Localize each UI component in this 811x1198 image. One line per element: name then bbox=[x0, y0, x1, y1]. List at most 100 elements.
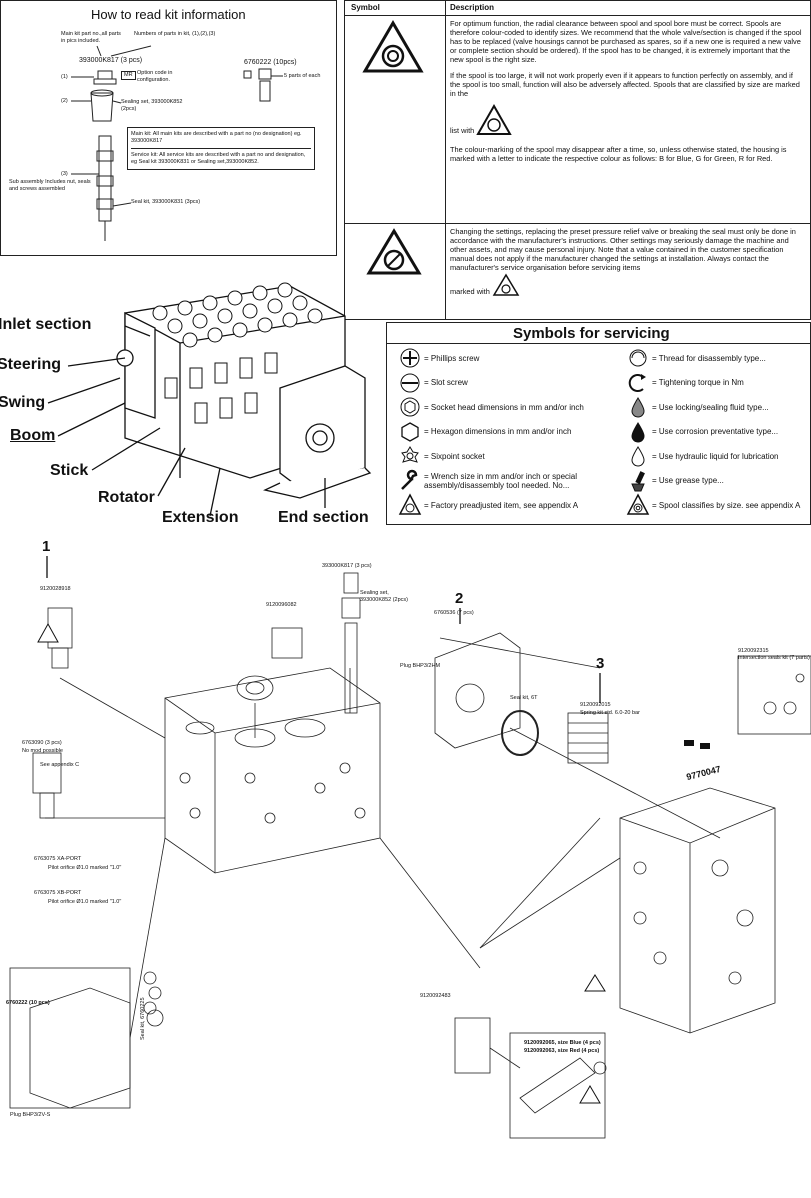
servicing-symbol-label: = Slot screw bbox=[424, 378, 468, 387]
part-plug-bhp-2: Plug BHP3/2V-S bbox=[10, 1112, 51, 1118]
kit-notes-box: Main kit: All main kits are described wi… bbox=[127, 127, 315, 170]
servicing-symbol-row: = Slot screw bbox=[399, 372, 629, 394]
spool-size-icon bbox=[626, 493, 650, 515]
label-extension: Extension bbox=[162, 509, 239, 526]
row2-markedwith: marked with bbox=[450, 287, 490, 296]
row1-para1: For optimum function, the radial clearan… bbox=[450, 19, 802, 64]
servicing-symbol-label: = Use locking/sealing fluid type... bbox=[652, 402, 769, 412]
main-kit-label: Main kit part no.,all parts in pics incl… bbox=[61, 31, 121, 44]
part-seal-kit-6t: Seal kit, 6T bbox=[510, 695, 538, 701]
servicing-symbol-label: = Factory preadjusted item, see appendix… bbox=[424, 500, 579, 510]
part-6760222: 6760222 (10 pcs) bbox=[6, 1000, 50, 1006]
servicing-title: Symbols for servicing bbox=[513, 325, 670, 342]
preset-small-icon bbox=[492, 273, 520, 296]
factory-preadjusted-icon bbox=[398, 493, 422, 515]
wrench-icon bbox=[401, 469, 418, 490]
label-steering: Steering bbox=[0, 356, 62, 373]
servicing-symbol-row: = Use corrosion preventative type... bbox=[627, 421, 811, 443]
parts-count-label: Numbers of parts in kit, (1),(2),(3) bbox=[134, 31, 216, 37]
mr-tag: MR bbox=[121, 71, 136, 80]
exploded-view-drawing bbox=[9, 556, 811, 1139]
callout-1: 1 bbox=[42, 538, 51, 555]
part-9120092483: 9120092483 bbox=[420, 993, 451, 999]
intersection-seals-label: Intersection seals kit (7 parts) bbox=[738, 655, 810, 661]
spool-blue-label: 9120092065, size Blue (4 pcs) bbox=[524, 1040, 601, 1046]
locking-fluid-icon bbox=[631, 397, 645, 418]
callout-2: 2 bbox=[455, 590, 464, 607]
spring-kit-label: Spring kit std. 6.0-20 bar bbox=[580, 710, 640, 716]
part-plug-bhp: Plug BHP3/2HM bbox=[400, 663, 441, 669]
no-mod-possible: No mod possible bbox=[22, 748, 63, 754]
servicing-symbol-label: = Tightening torque in Nm bbox=[652, 378, 744, 387]
part-sealing-set: Sealing set, 393000K852 (2pcs) bbox=[360, 590, 409, 603]
servicing-symbol-row: = Use locking/sealing fluid type... bbox=[627, 396, 811, 418]
row1-para3: The colour-marking of the spool may disa… bbox=[450, 145, 787, 163]
servicing-symbols-panel: Symbols for servicing = Phillips screw= … bbox=[386, 322, 811, 525]
note-service: Service kit: All service kits are descri… bbox=[131, 152, 306, 165]
servicing-symbol-label: = Spool classifies by size. see appendix… bbox=[652, 500, 801, 510]
label-stick: Stick bbox=[50, 462, 89, 479]
part-xa-port: 6763075 XA-PORT bbox=[34, 856, 82, 862]
servicing-symbol-label: = Use hydraulic liquid for lubrication bbox=[652, 451, 779, 461]
part-9120096082: 9120096082 bbox=[266, 602, 297, 608]
label-inlet-section: Inlet section bbox=[0, 316, 92, 333]
part-393000k817: 393000K817 (3 pcs) bbox=[322, 563, 372, 569]
servicing-symbol-label: = Socket head dimensions in mm and/or in… bbox=[424, 402, 584, 412]
symbol-description-table: Symbol Description For optimum function,… bbox=[344, 0, 811, 320]
grease-icon bbox=[631, 470, 645, 491]
label-rotator: Rotator bbox=[98, 489, 155, 506]
valve-block-illustration bbox=[47, 282, 372, 517]
pilot-orifice-xa: Pilot orifice Ø1.0 marked "1.0" bbox=[48, 865, 122, 871]
servicing-symbol-row: = Spool classifies by size. see appendix… bbox=[626, 493, 811, 516]
spool-class-icon bbox=[476, 103, 512, 135]
row1-para2: If the spool is too large, it will not w… bbox=[450, 71, 800, 98]
servicing-symbol-label: = Hexagon dimensions in mm and/or inch bbox=[424, 427, 572, 436]
hydraulic-liquid-icon bbox=[631, 446, 645, 467]
part-9120092015: 9120092015 bbox=[580, 702, 611, 708]
part-9120092315: 9120092315 bbox=[738, 648, 769, 654]
servicing-symbol-row: = Thread for disassembly type... bbox=[627, 347, 811, 369]
corrosion-icon bbox=[631, 421, 645, 442]
part-6760536: 6760536 (7 pcs) bbox=[434, 610, 474, 616]
option-code: Option code in configuration. bbox=[137, 70, 173, 83]
row1-listwith: list with bbox=[450, 126, 475, 135]
servicing-symbol-row: = Sixpoint socket bbox=[399, 445, 629, 467]
callout-n3: (3) bbox=[61, 171, 68, 177]
callout-3: 3 bbox=[596, 655, 605, 672]
hexagon-icon bbox=[401, 421, 419, 442]
kit-parts-drawing bbox=[71, 45, 283, 241]
servicing-symbol-row: = Use grease type... bbox=[627, 470, 811, 492]
servicing-symbol-label: = Use grease type... bbox=[652, 476, 724, 485]
sub-assembly-label: Sub assembly Includes nut, seals and scr… bbox=[9, 179, 91, 192]
kit-info-title: How to read kit information bbox=[91, 7, 246, 22]
spool-red-label: 9120092063, size Red (4 pcs) bbox=[524, 1048, 600, 1054]
seal-kit-label: Seal kit, 393000K831 (3pcs) bbox=[131, 199, 201, 205]
kit-number-1: 393000K817 (3 pcs) bbox=[79, 57, 143, 64]
sixpoint-socket-icon bbox=[401, 446, 419, 463]
servicing-symbol-row: = Use hydraulic liquid for lubrication bbox=[627, 445, 811, 467]
callout-n2: (2) bbox=[61, 98, 68, 104]
servicing-symbol-row: = Phillips screw bbox=[399, 347, 629, 369]
slot-screw-icon bbox=[400, 373, 420, 392]
socket-head-icon bbox=[400, 397, 420, 417]
label-boom: Boom bbox=[10, 427, 56, 444]
see-appendix-c: See appendix C bbox=[40, 762, 80, 768]
kit-number-2: 6760222 (10pcs) bbox=[244, 59, 297, 66]
parts-of-each: 5 parts of each bbox=[284, 73, 321, 79]
row2-para1: Changing the settings, replacing the pre… bbox=[450, 227, 796, 272]
pilot-orifice-xb: Pilot orifice Ø1.0 marked "1.0" bbox=[48, 899, 122, 905]
note-main: Main kit: All main kits are described wi… bbox=[131, 131, 302, 144]
thread-icon bbox=[629, 349, 647, 367]
row2-description: Changing the settings, replacing the pre… bbox=[450, 227, 805, 296]
torque-icon bbox=[628, 373, 646, 392]
label-end-section: End section bbox=[278, 509, 369, 526]
part-xb-port: 6763075 XB-PORT bbox=[34, 890, 82, 896]
part-6763090: 6763090 (3 pcs) bbox=[22, 740, 62, 746]
seal-kit-6760225: Seal kit, 6760225 bbox=[140, 997, 146, 1040]
servicing-symbol-label: = Wrench size in mm and/or inch or speci… bbox=[424, 471, 578, 490]
servicing-symbol-row: = Wrench size in mm and/or inch or speci… bbox=[399, 469, 629, 492]
servicing-symbol-row: = Socket head dimensions in mm and/or in… bbox=[399, 396, 629, 418]
part-9120028918: 9120028918 bbox=[40, 586, 71, 592]
label-swing: Swing bbox=[0, 394, 46, 411]
servicing-symbol-row: = Factory preadjusted item, see appendix… bbox=[398, 493, 629, 516]
